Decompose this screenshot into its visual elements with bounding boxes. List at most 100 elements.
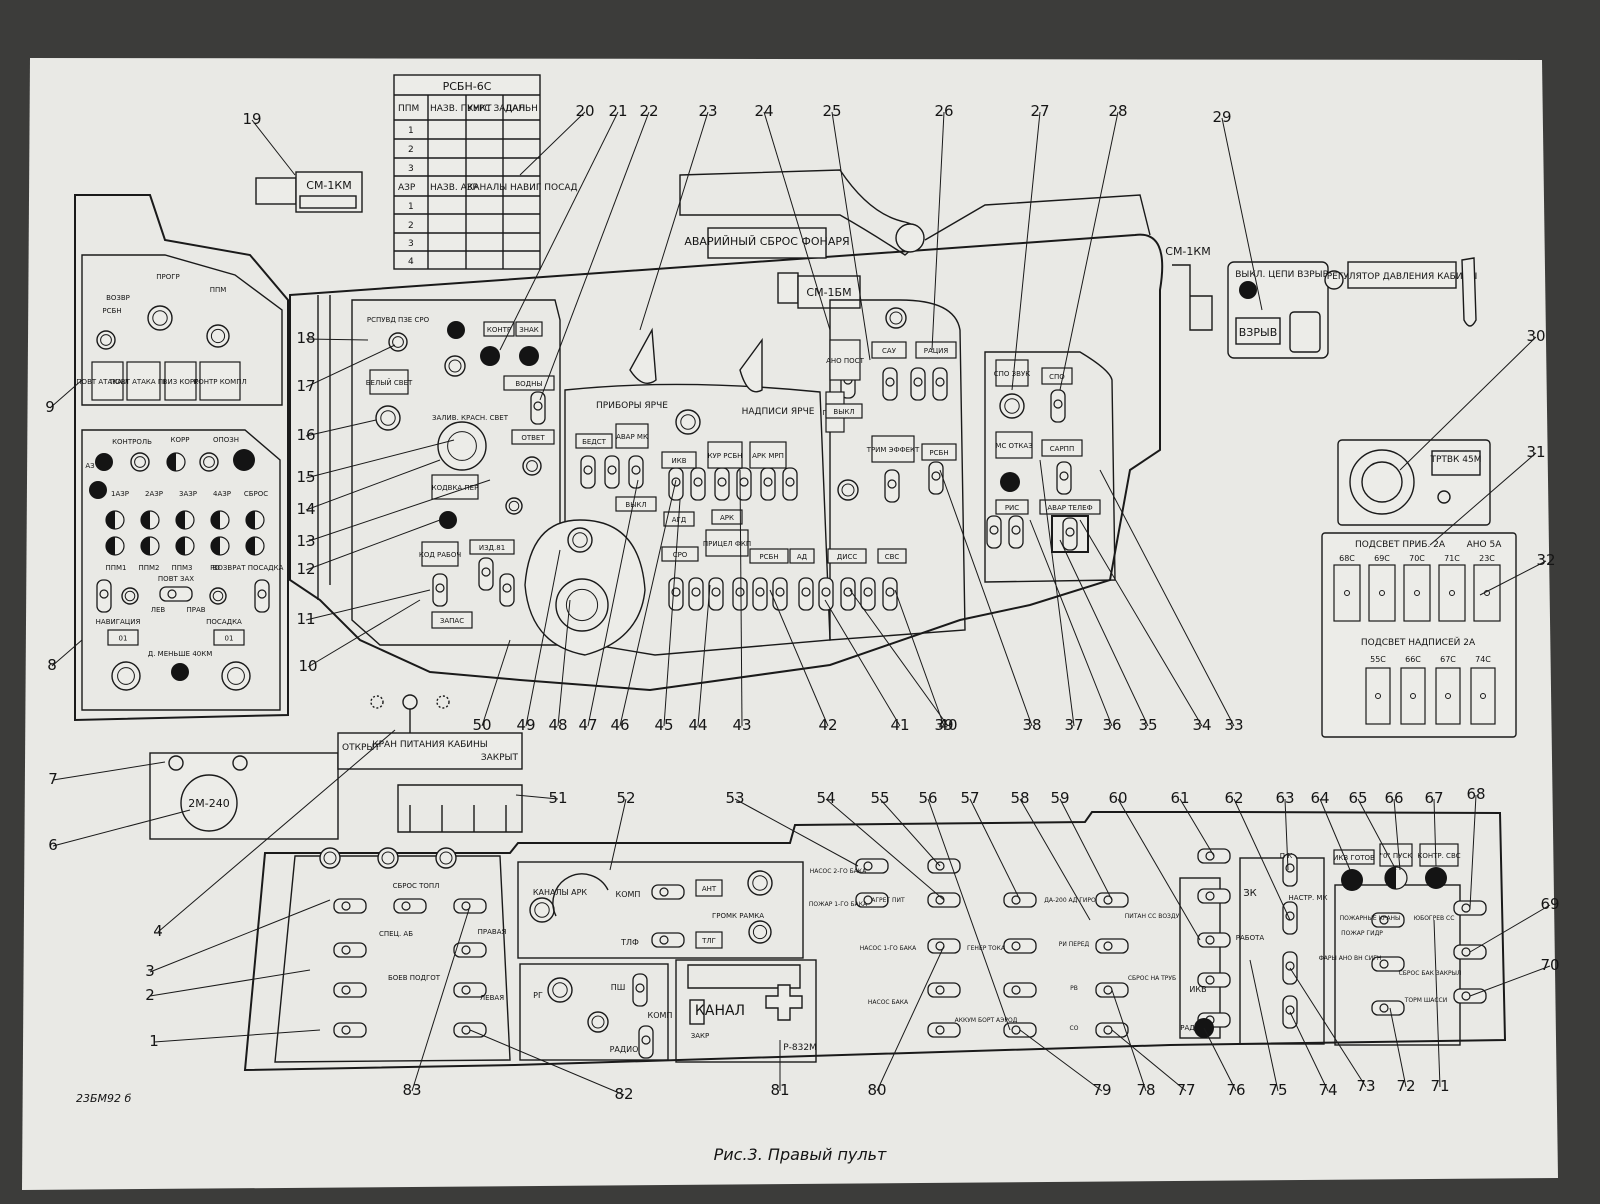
lev-knob[interactable] [121,587,139,605]
right-gear-knob[interactable] [221,661,251,691]
bedst-toggle[interactable] [580,455,596,489]
bottom-left-knob-2[interactable] [377,847,399,869]
rspuvd-selector[interactable] [388,332,408,352]
otvet-knob[interactable] [522,456,542,476]
rsbn2-toggle[interactable] [928,461,944,495]
kontrol-knob[interactable] [130,452,150,472]
lower-toggle-11[interactable] [882,577,898,611]
izd81-toggle[interactable] [478,557,494,591]
fuse-bottom-2[interactable] [1400,667,1426,725]
fuse-bottom-1[interactable] [1365,667,1391,725]
spo-toggle[interactable] [1050,389,1066,423]
lower-toggle-7[interactable] [798,577,814,611]
right-panel-knob-2[interactable] [837,479,859,501]
sau-toggle[interactable] [882,367,898,401]
d-less-label: Д. МЕНЬШЕ 40КМ [148,650,213,658]
center-toggle-4[interactable] [736,467,752,501]
bottom-left-knob-3[interactable] [435,847,457,869]
kod-toggle[interactable] [432,573,448,607]
lower-toggle-1[interactable] [668,577,684,611]
callout-leader-68 [1469,794,1477,909]
zk-toggle-2[interactable] [1282,901,1298,935]
avar-mk-toggle-1[interactable] [604,455,620,489]
ratsiya-toggle-2[interactable] [932,367,948,401]
radio-toggle[interactable] [638,1025,654,1059]
fuse-top-2[interactable] [1368,564,1396,622]
canopy-handle-knob[interactable] [895,223,925,253]
lower-toggle-3[interactable] [708,577,724,611]
sarpp-toggle[interactable] [1056,461,1072,495]
bottom-left-knob-1[interactable] [319,847,341,869]
trim-toggle[interactable] [884,469,900,503]
explode-cover-icon[interactable] [1239,281,1257,299]
avar-mk-toggle-2[interactable] [628,455,644,489]
navigation-toggle[interactable] [96,579,112,613]
mode-selector-knob[interactable] [147,305,173,331]
fuse-top-5[interactable] [1473,564,1501,622]
instr-bright-knob[interactable] [629,327,657,384]
fuse-top-1[interactable] [1333,564,1361,622]
right-panel-knob[interactable] [885,307,907,329]
center-toggle-3[interactable] [714,467,730,501]
lower-toggle-4[interactable] [732,577,748,611]
pressure-handle[interactable] [1461,257,1477,327]
red-light-knob[interactable] [437,421,487,471]
lower-toggle-2[interactable] [688,577,704,611]
ark-channel-knob[interactable] [529,897,555,923]
white-light-knob[interactable] [375,405,401,431]
r832-channel-knob[interactable] [765,984,803,1021]
korr-indicator-shade [167,453,176,471]
avar-telef-label: АВАР ТЕЛЕФ [1047,504,1092,512]
center-toggle-5[interactable] [760,467,776,501]
inscr-bright-knob[interactable] [739,337,763,393]
vody-toggle[interactable] [530,391,546,425]
fuse-bottom-3[interactable] [1435,667,1461,725]
left-knob-3[interactable] [444,355,466,377]
center-knob[interactable] [675,409,701,435]
zk-toggle-1[interactable] [1282,853,1298,887]
lower-toggle-8[interactable] [818,577,834,611]
lower-toggle-5[interactable] [752,577,768,611]
radio-knob[interactable] [587,1011,609,1033]
center-toggle-6[interactable] [782,467,798,501]
left-knob-2[interactable] [206,324,230,348]
ikv-gotov-label: ИКВ ГОТОВ [1333,854,1375,862]
pressure-knob[interactable] [1324,270,1344,290]
opozn-knob[interactable] [199,452,219,472]
left-knob-4[interactable] [505,497,523,515]
mid-switch-b-3-lever [1011,985,1021,995]
izd81-toggle-2[interactable] [499,573,515,607]
left-knob-1[interactable] [96,330,116,350]
ramka-knob[interactable] [748,920,772,944]
callout-57: 57 [960,789,979,807]
prav-knob[interactable] [209,587,227,605]
posadka-toggle[interactable] [254,579,270,613]
tlf-label: ТЛФ [620,938,639,947]
left-gear-knob[interactable] [111,661,141,691]
fuse-top-3[interactable] [1403,564,1431,622]
center-toggle-1[interactable] [668,467,684,501]
avar-telef-toggle[interactable] [1062,517,1078,551]
explode-guard[interactable] [1289,311,1321,353]
gromk-knob[interactable] [747,870,773,896]
ratsiya-toggle-1[interactable] [910,367,926,401]
crane-handle[interactable] [402,694,418,710]
fuse-bottom-4[interactable] [1470,667,1496,725]
rg-knob[interactable] [547,977,573,1003]
ano-fuse-label: АНО 5А [1467,540,1503,550]
ris-toggle-1[interactable] [986,515,1002,549]
rotary-gear-knob[interactable] [555,578,609,632]
lower-toggle-10[interactable] [860,577,876,611]
fuse-top-4[interactable] [1438,564,1466,622]
ris-toggle-2[interactable] [1008,515,1024,549]
lower-toggle-9[interactable] [840,577,856,611]
spo-zvuk-knob[interactable] [999,393,1025,419]
timer-dial[interactable] [1349,449,1415,515]
r832-lock[interactable] [689,999,705,1025]
rotary-knob-top[interactable] [567,527,593,553]
lower-toggle-6[interactable] [772,577,788,611]
explode-button[interactable] [1235,317,1281,345]
trtvk-plug[interactable] [1437,490,1451,504]
pshch-toggle[interactable] [632,973,648,1007]
center-toggle-2[interactable] [690,467,706,501]
